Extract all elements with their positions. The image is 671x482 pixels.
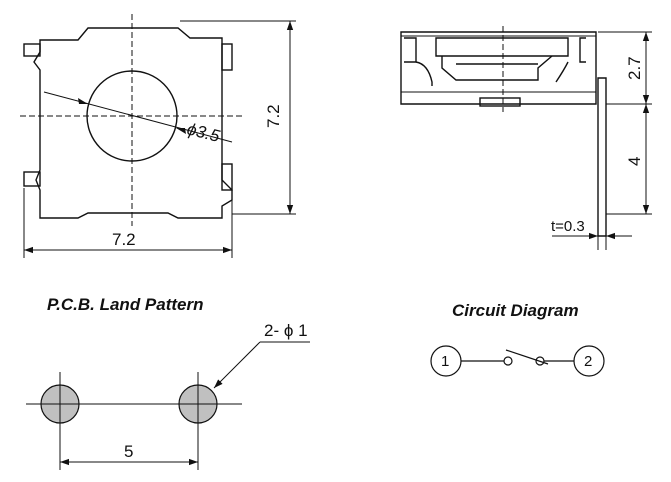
side-body-outline <box>400 31 597 105</box>
top-view <box>20 14 296 258</box>
left-top-tab <box>23 43 41 57</box>
hole-callout-label: 2- ϕ 1 <box>264 321 308 340</box>
hole-callout-leader <box>213 341 261 389</box>
circuit-title: Circuit Diagram <box>452 301 579 320</box>
diameter-arrow-left <box>78 98 88 104</box>
height-dim-label: 7.2 <box>264 104 283 128</box>
pcb-pattern <box>26 341 310 470</box>
circuit-diagram <box>430 345 605 377</box>
side-actuator <box>435 37 569 57</box>
contact-left <box>503 356 513 366</box>
side-stem <box>479 97 521 107</box>
width-dim-label: 7.2 <box>112 230 136 249</box>
diameter-leader <box>43 91 233 143</box>
left-bottom-tab <box>23 171 41 187</box>
pcb-title: P.C.B. Land Pattern <box>47 295 204 314</box>
side-view <box>400 26 652 250</box>
pitch-dim-label: 5 <box>124 442 133 461</box>
switch-lever <box>505 349 549 365</box>
side-height-dim-label: 2.7 <box>625 56 644 80</box>
hole-dim-label: ϕ3.5 <box>185 119 222 146</box>
switch-body-outline <box>33 27 233 219</box>
lead-length-dim-label: 4 <box>625 157 644 166</box>
diameter-arrow-right <box>176 128 186 134</box>
right-top-tab <box>221 43 233 71</box>
right-bottom-tab <box>221 163 233 191</box>
lead <box>597 77 607 237</box>
terminal-2-label: 2 <box>584 353 592 370</box>
terminal-1-label: 1 <box>441 353 449 370</box>
thickness-dim-label: t=0.3 <box>551 218 585 235</box>
